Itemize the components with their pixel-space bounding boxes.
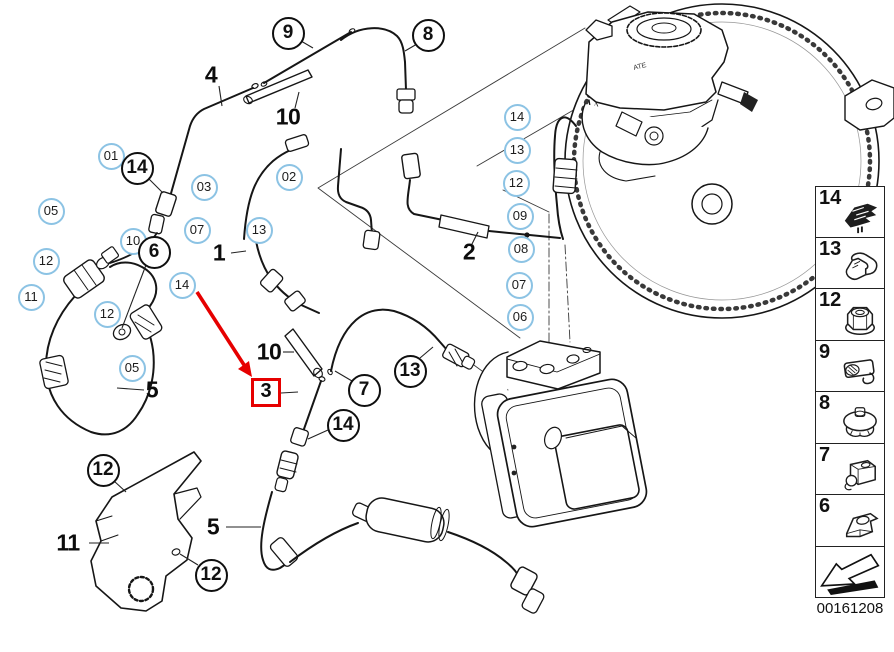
part-callout-13: 13 [393,354,427,388]
part-label-10: 10 [275,103,301,130]
hose-damper [365,497,445,543]
part-callout-14: 14 [120,151,154,185]
saddle-clamp-icon [837,352,883,390]
part-callout-14: 14 [326,408,360,442]
sleeve-10-mid [284,328,323,377]
pipe-9 [263,31,352,84]
part-label-10: 10 [256,338,282,365]
legend-box-13: 13 [815,237,885,289]
part-label-1: 1 [212,239,226,266]
index-callout-13: 13 [245,216,273,244]
abs-hydro-unit [473,340,648,528]
legend-number-9: 9 [819,340,831,363]
legend-box-8: 8 [815,392,885,444]
diagram-code: 00161208 [816,600,884,617]
part-callout-6: 6 [137,235,171,269]
pipe-3 [303,380,322,430]
bracket-11 [90,451,202,612]
reservoir-logo: ATE [633,62,648,72]
pipe-2 [406,179,444,221]
highlighted-part-label: 3 [251,378,281,407]
pipe-8 [340,27,407,91]
direction-arrow-icon [818,551,882,595]
index-callout-07: 07 [183,216,211,244]
part-callout-7: 7 [347,373,381,407]
grommet-icon [837,404,883,442]
index-callout-09: 09 [506,202,534,230]
legend-number-13: 13 [819,237,842,260]
legend-box-6: 6 [815,495,885,547]
rear-hose-5 [260,491,293,571]
index-callout-08: 08 [507,235,535,263]
index-callout-11: 11 [17,283,45,311]
index-callout-14: 14 [168,271,196,299]
legend-panel: 14 13 12 9 8 7 6 [815,186,885,598]
pipe-4 [167,87,254,205]
index-callout-12: 12 [32,247,60,275]
part-label-2: 2 [462,238,476,265]
part-label-5: 5 [145,376,159,403]
legend-number-6: 6 [819,495,831,517]
connector-6 [148,213,165,235]
legend-number-7: 7 [819,443,831,466]
legend-box-direction [815,546,885,598]
index-callout-06: 06 [506,303,534,331]
part-callout-12: 12 [86,453,120,487]
brake-pipes [39,27,578,614]
booster-bracket [844,79,894,131]
index-callout-05: 05 [118,354,146,382]
index-callout-12: 12 [93,300,121,328]
part-callout-12: 12 [194,558,228,592]
holder-block-icon [837,455,883,493]
part-label-4: 4 [204,61,218,88]
part-label-11: 11 [56,529,80,556]
part-label-5: 5 [206,513,220,540]
sleeve-10-top [245,69,313,104]
fluid-reservoir: ATE [581,11,758,182]
index-callout-14: 14 [503,103,531,131]
bracket-icon [837,507,883,545]
part-callout-9: 9 [271,16,305,50]
index-callout-01: 01 [97,142,125,170]
index-callout-07: 07 [505,271,533,299]
legend-box-12: 12 [815,289,885,341]
legend-number-14: 14 [819,187,842,209]
legend-box-14: 14 [815,186,885,238]
pipe-clip-icon [837,249,883,287]
pipe-retainer-icon [837,198,883,236]
legend-number-12: 12 [819,289,842,311]
index-callout-12: 12 [502,169,530,197]
index-callout-13: 13 [503,136,531,164]
index-callout-02: 02 [275,163,303,191]
index-callout-03: 03 [190,173,218,201]
pipe-13 [330,308,448,372]
legend-number-8: 8 [819,392,831,414]
index-callout-05: 05 [37,197,65,225]
legend-box-9: 9 [815,340,885,392]
abs-connector [554,424,640,510]
legend-box-7: 7 [815,443,885,495]
part-callout-8: 8 [411,18,445,52]
flange-nut-icon [837,301,883,339]
